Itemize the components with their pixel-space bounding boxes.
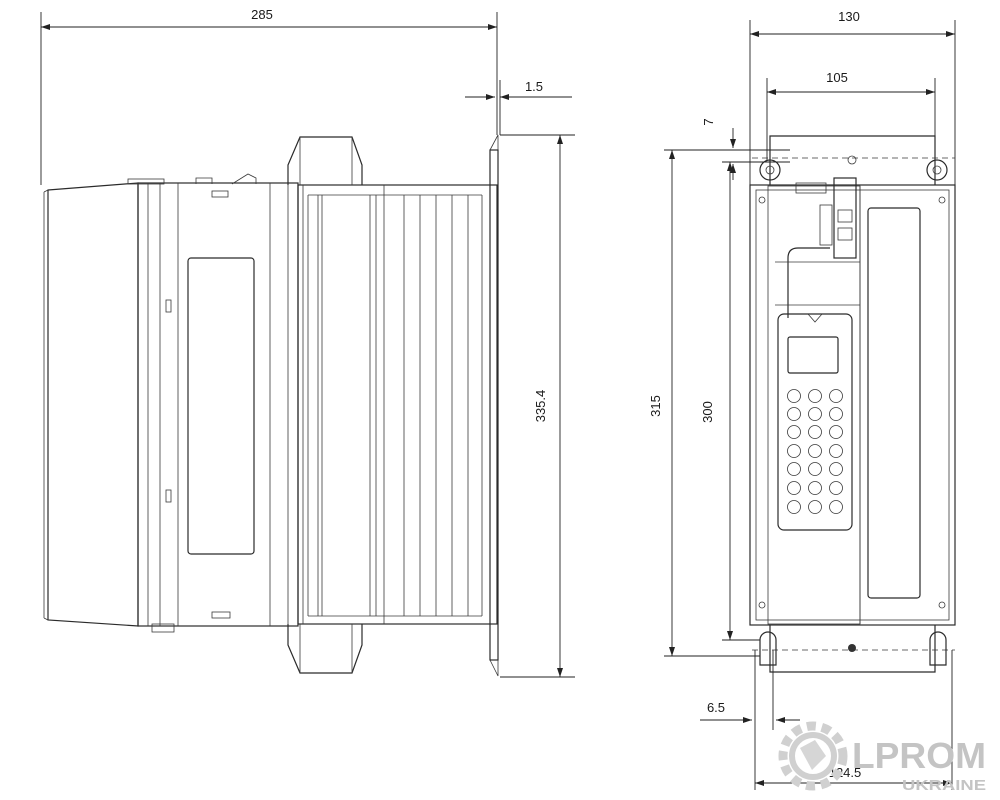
dim-front-inner-width-label: 105 (826, 70, 848, 85)
dim-front-height-inner-label: 300 (700, 401, 715, 423)
watermark-sub: UKRAINE (902, 777, 986, 794)
watermark-brand: LPROM (852, 735, 986, 776)
side-mounting-lugs (287, 136, 363, 674)
keypad-key (829, 389, 843, 403)
keypad-key (829, 462, 843, 476)
dim-front-height-outer: 315 (648, 149, 760, 657)
front-view: 130 105 7 315 300 (648, 9, 956, 790)
dim-flange-thickness-label: 1.5 (525, 79, 543, 94)
keypad-key (787, 425, 801, 439)
dim-top-offset: 7 (701, 118, 790, 180)
front-inner-panel (767, 177, 921, 625)
keypad-key (808, 444, 822, 458)
side-view: 285 1.5 335.4 (40, 7, 575, 678)
keypad-key (808, 481, 822, 495)
dim-front-height-outer-label: 315 (648, 395, 663, 417)
keypad-key (787, 389, 801, 403)
side-front-cover (43, 182, 139, 627)
dim-front-height-inner: 300 (700, 161, 760, 641)
watermark-logo: LPROM UKRAINE (778, 721, 986, 794)
dim-side-width: 285 (40, 7, 498, 185)
dim-front-width-label: 130 (838, 9, 860, 24)
side-heatsink (297, 134, 499, 677)
dim-side-height: 335.4 (500, 134, 575, 678)
keypad-key (808, 407, 822, 421)
dim-hole-offset-label: 6.5 (707, 700, 725, 715)
keypad-key (829, 500, 843, 514)
dim-front-inner-width: 105 (766, 70, 936, 160)
keypad-key (829, 407, 843, 421)
keypad-key (787, 500, 801, 514)
keypad-key (787, 407, 801, 421)
keypad-key (829, 481, 843, 495)
keypad-key (808, 389, 822, 403)
keypad-key (787, 462, 801, 476)
keypad-display (787, 336, 839, 374)
dim-side-height-label: 335.4 (533, 390, 548, 423)
keypad-key (787, 444, 801, 458)
dim-hole-offset: 6.5 (700, 650, 800, 790)
keypad-key (829, 425, 843, 439)
keypad-key (787, 481, 801, 495)
dim-front-width: 130 (749, 9, 956, 185)
dim-side-width-label: 285 (251, 7, 273, 22)
gear-icon (778, 721, 848, 791)
dim-flange-thickness: 1.5 (465, 79, 572, 135)
keypad-key (808, 462, 822, 476)
side-main-body (127, 173, 299, 633)
dim-top-offset-label: 7 (701, 118, 716, 125)
keypad-key (808, 425, 822, 439)
front-enclosure (749, 135, 956, 673)
keypad-key (808, 500, 822, 514)
keypad-module (777, 313, 853, 531)
keypad-key (829, 444, 843, 458)
